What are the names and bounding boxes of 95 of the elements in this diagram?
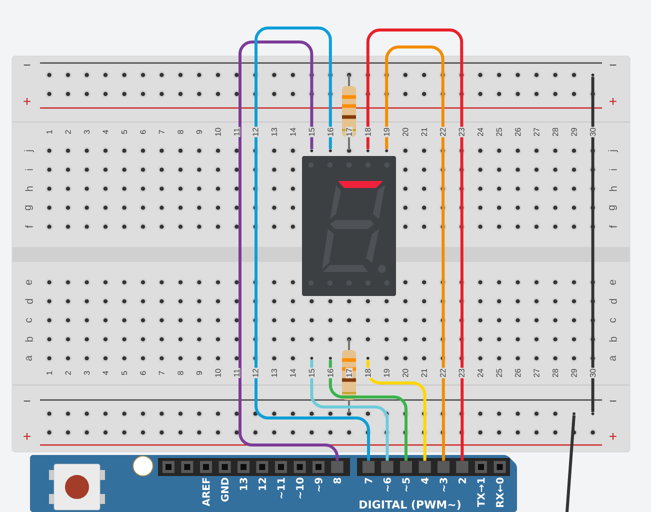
column-number: 17	[346, 368, 353, 378]
row-letter: a	[610, 355, 616, 361]
column-number: 17	[346, 126, 353, 138]
row-letter: b	[25, 336, 33, 342]
row-letter: i	[609, 169, 617, 170]
row-letter: h	[25, 186, 33, 191]
row-letter: g	[609, 205, 617, 210]
jumper-wire	[566, 415, 576, 512]
column-number: 4	[102, 370, 110, 376]
breadboard-hole	[328, 356, 332, 360]
header-pin	[331, 461, 344, 473]
column-number: 24	[476, 368, 484, 378]
row-letter: h	[609, 186, 617, 191]
column-number: 26	[514, 126, 522, 138]
row-letter: f	[609, 225, 617, 228]
row-letter: g	[25, 205, 33, 210]
row-letter: f	[25, 225, 33, 228]
breadboard-hole	[366, 149, 370, 152]
jumper-wire	[328, 360, 408, 461]
row-letter: j	[24, 150, 34, 152]
pin-label: TX→1	[477, 478, 485, 508]
jumper-wire	[385, 46, 445, 461]
header-pin	[438, 461, 450, 473]
header-pin	[400, 461, 412, 473]
column-number: 15	[308, 126, 316, 138]
breadboard-hole	[572, 412, 576, 416]
pin-label: RX←0	[496, 478, 504, 508]
jumper-wire	[254, 26, 370, 461]
board-label: DIGITAL (PWM~)	[360, 500, 460, 510]
rail-sign: −	[24, 64, 30, 66]
column-number: 21	[420, 368, 428, 378]
row-letter: b	[609, 336, 617, 342]
column-number: 21	[420, 126, 428, 138]
column-number: 2	[64, 370, 72, 376]
rail-sign: +	[610, 432, 616, 440]
pin-label: 4	[421, 478, 428, 484]
breadboard-hole	[591, 412, 594, 416]
pin-label: 8	[333, 478, 341, 484]
breadboard-hole	[385, 149, 388, 152]
row-letter: a	[26, 355, 32, 361]
column-number: 26	[514, 368, 522, 378]
row-letter: j	[608, 150, 618, 152]
jumper-wire	[591, 76, 594, 412]
pin-label: 7	[364, 478, 372, 484]
row-letter: i	[25, 169, 33, 170]
pin-label: 2	[458, 478, 466, 484]
header-pin	[362, 461, 374, 473]
rail-sign: +	[24, 432, 30, 440]
column-number: 22	[439, 368, 446, 378]
jumper-wire	[366, 360, 426, 461]
column-number: 4	[102, 128, 110, 136]
pin-label: 13	[240, 478, 248, 490]
pin-label: ~11	[277, 478, 285, 498]
column-number: 24	[476, 126, 484, 138]
row-letter: c	[610, 318, 616, 322]
column-number: 28	[552, 126, 559, 138]
rail-sign: −	[24, 400, 30, 402]
column-number: 11	[233, 368, 240, 378]
column-number: 2	[64, 128, 72, 136]
column-number: 30	[589, 126, 596, 138]
pin-label: 12	[258, 478, 266, 490]
breadboard-hole	[310, 149, 314, 152]
row-letter: c	[26, 318, 32, 322]
jumper-wire	[238, 40, 339, 461]
rail-sign: −	[610, 64, 616, 66]
header-pin	[456, 461, 468, 473]
pin-label: ~3	[440, 478, 448, 492]
row-letter: d	[25, 299, 33, 304]
header-pin	[381, 461, 394, 473]
column-number: 13	[270, 126, 278, 138]
breadboard-hole	[310, 356, 314, 360]
rail-sign: +	[24, 98, 30, 105]
pin-label: AREF	[202, 478, 210, 506]
breadboard-hole	[366, 356, 370, 360]
column-number: 15	[308, 368, 316, 378]
header-pin	[418, 461, 431, 473]
row-letter: d	[609, 299, 617, 304]
rail-sign: +	[610, 98, 616, 105]
column-number: 30	[589, 368, 596, 378]
pin-label: ~6	[383, 478, 391, 492]
pin-label: ~5	[402, 478, 410, 492]
column-number: 22	[439, 126, 446, 138]
pin-label: GND	[221, 478, 229, 502]
column-number: 13	[270, 368, 278, 378]
jumper-wire	[366, 28, 464, 461]
breadboard-hole	[591, 74, 594, 76]
row-letter: e	[26, 280, 32, 285]
column-number: 11	[233, 127, 240, 137]
column-number: 28	[552, 368, 559, 378]
pin-label: ~10	[296, 478, 304, 498]
jumper-wire	[310, 360, 389, 461]
row-letter: e	[610, 280, 616, 285]
pin-label: ~9	[314, 478, 322, 492]
breadboard-hole	[328, 149, 332, 152]
rail-sign: −	[610, 400, 616, 402]
